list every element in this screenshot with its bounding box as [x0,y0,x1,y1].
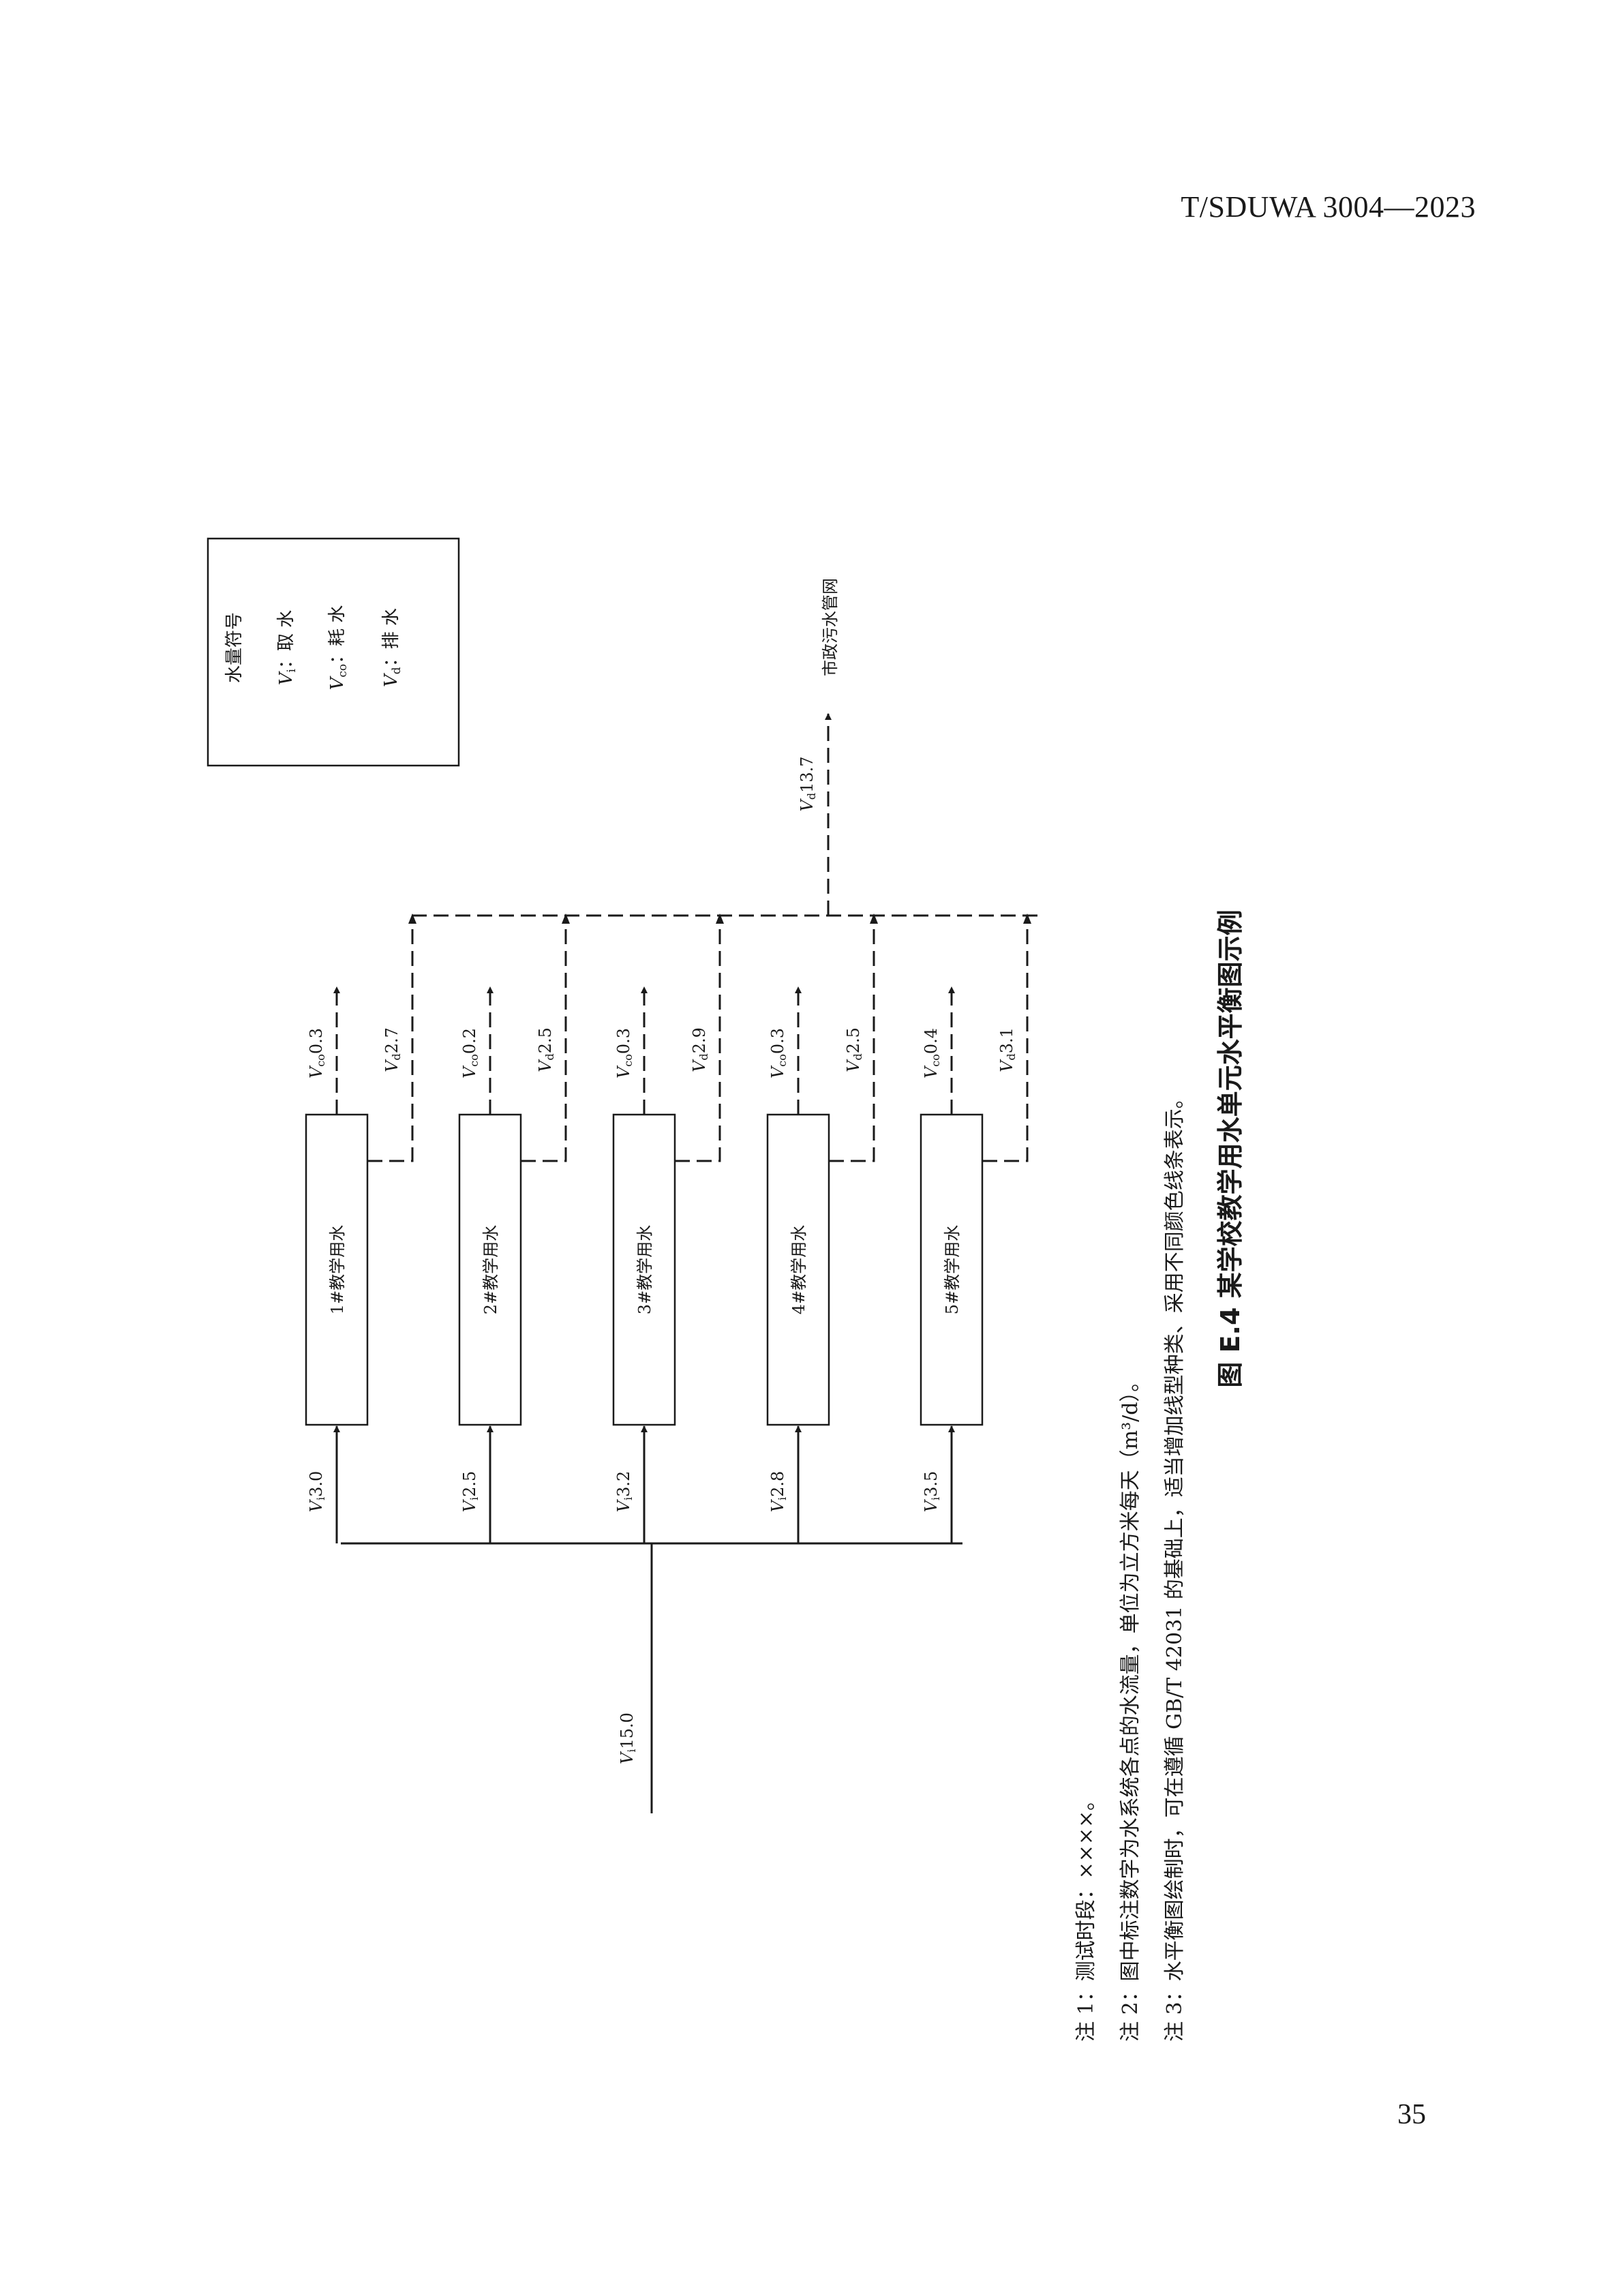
figure-caption: 图 E.4 某学校教学用水单元水平衡图示例 [1215,909,1245,1387]
legend-box [207,537,460,767]
unit-name: 1#教学用水 [328,1225,347,1314]
unit-discharge-line [829,916,875,1162]
unit-consumption-label: Vco0.3 [768,1028,789,1078]
unit-1: Vi3.0 1#教学用水 Vco0.3 Vd2.7 [305,913,416,1543]
unit-consumption-label: Vco0.4 [922,1028,942,1078]
document-code: T/SDUWA 3004—2023 [1181,190,1476,224]
unit-5: Vi3.5 5#教学用水 Vco0.4 Vd3.1 [920,913,1031,1543]
unit-name: 2#教学用水 [481,1225,500,1314]
unit-discharge-line [367,916,414,1162]
unit-consumption-label: Vco0.2 [460,1028,481,1078]
unit-discharge-arrow [716,913,724,924]
note-3: 注 3：水平衡图绘制时，可在遵循 GB/T 42031 的基础上，适当增加线型种… [1163,1088,1187,2042]
unit-discharge-arrow [408,913,416,924]
total-discharge-label: Vd13.7 [798,756,818,811]
destination-label: 市政污水管网 [821,578,840,676]
units-group: Vi3.01#教学用水Vco0.3Vd2.7Vi2.52#教学用水Vco0.2V… [305,913,1031,1543]
unit-discharge-label: Vd2.5 [536,1027,556,1072]
unit-discharge-arrow [870,913,878,924]
legend-item-i: Vi：取 水 [276,610,299,685]
page-number: 35 [1397,2099,1426,2130]
unit-2: Vi2.5 2#教学用水 Vco0.2 Vd2.5 [458,913,570,1543]
unit-box [920,1113,984,1426]
legend-title: 水量符号 [224,612,245,683]
unit-name: 3#教学用水 [635,1225,654,1314]
note-2: 注 2：图中标注数字为水系统各点的水流量，单位为立方米每天（m³/d）。 [1119,1372,1142,2042]
unit-4: Vi2.8 4#教学用水 Vco0.3 Vd2.5 [766,913,878,1543]
unit-discharge-label: Vd2.5 [844,1027,864,1072]
unit-discharge-line [982,916,1029,1162]
unit-box [305,1113,369,1426]
unit-discharge-arrow [1023,913,1031,924]
notes-group: 注 1：测试时段：××××。注 2：图中标注数字为水系统各点的水流量，单位为立方… [1074,1088,1187,2042]
note-1: 注 1：测试时段：××××。 [1074,1790,1098,2042]
unit-intake-label: Vi3.2 [614,1471,635,1513]
unit-intake-label: Vi2.5 [460,1471,481,1513]
total-intake-label: Vi15.0 [618,1712,638,1764]
unit-name: 5#教学用水 [943,1225,962,1314]
unit-name: 4#教学用水 [789,1225,808,1314]
unit-box [766,1113,830,1426]
unit-intake-label: Vi3.0 [307,1471,327,1513]
unit-consumption-label: Vco0.3 [614,1028,635,1078]
unit-discharge-label: Vd2.9 [690,1027,710,1072]
unit-box [612,1113,676,1426]
unit-box [458,1113,522,1426]
legend-item-d: Vd：排 水 [381,608,404,687]
unit-discharge-line [521,916,567,1162]
unit-discharge-arrow [562,913,570,924]
unit-discharge-line [675,916,721,1162]
unit-discharge-label: Vd2.7 [382,1027,403,1072]
unit-discharge-label: Vd3.1 [997,1027,1018,1072]
unit-3: Vi3.2 3#教学用水 Vco0.3 Vd2.9 [612,913,724,1543]
unit-consumption-label: Vco0.3 [307,1028,327,1078]
unit-intake-label: Vi2.8 [768,1471,789,1513]
legend-item-co: Vco：耗 水 [327,605,350,691]
unit-intake-label: Vi3.5 [922,1471,942,1513]
legend: 水量符号 Vi：取 水 Vco：耗 水 Vd：排 水 [207,537,460,767]
